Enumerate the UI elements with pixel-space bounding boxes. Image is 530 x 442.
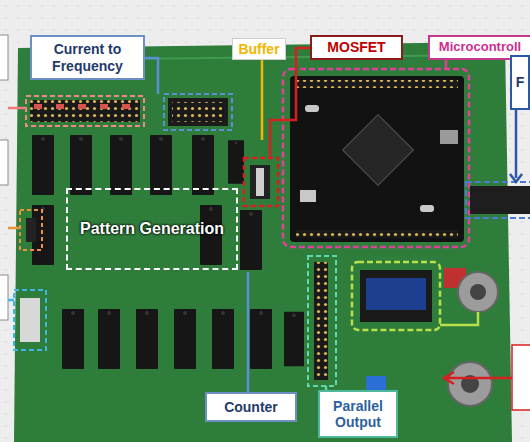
ic-chip: [29, 135, 57, 195]
leader-line: [145, 58, 158, 94]
callout-box: Current to Frequency: [30, 35, 145, 80]
pcb-board: [14, 42, 512, 442]
callout-box: Buffer: [232, 38, 286, 60]
highlight-box: [308, 256, 336, 386]
highlight-box: [14, 290, 46, 350]
arrow-head: [510, 174, 522, 182]
callout-label: F: [516, 74, 525, 90]
callout-label: Buffer: [238, 41, 279, 57]
crystal: [305, 105, 319, 112]
cut-callout: [0, 275, 8, 320]
ic-chip: [107, 135, 135, 195]
crystal: [420, 205, 434, 212]
leader-line: [445, 60, 448, 69]
usb-port: [440, 130, 458, 144]
callout-label: Parallel Output: [320, 398, 396, 430]
ic-socket: [168, 98, 228, 126]
callout-box: Parallel Output: [318, 390, 398, 438]
ic-chip: [95, 309, 123, 369]
ic-chip: [247, 309, 275, 369]
ic-chip: [147, 135, 175, 195]
leader-line: [270, 48, 310, 158]
highlight-box: [20, 210, 42, 250]
ic-chip: [237, 210, 265, 270]
callout-box: Counter: [205, 392, 297, 422]
oled-frame: [360, 270, 432, 322]
leader-line: [8, 107, 26, 110]
callout-box: MOSFET: [310, 35, 403, 60]
leader-line: [515, 110, 518, 178]
cut-callout: [0, 35, 8, 80]
leader-line: [261, 60, 264, 140]
callout-label: Current to Frequency: [32, 41, 143, 73]
ic-chip: [189, 135, 217, 195]
callout-label: Pattern Generation: [80, 220, 224, 238]
leader-line: [446, 377, 512, 380]
microcontroller-board: [290, 76, 464, 242]
cut-callout: [0, 140, 8, 185]
parallel-pins: [314, 262, 328, 380]
mosfet-part: [250, 165, 270, 199]
highlight-box: [352, 262, 440, 330]
header-pins: [30, 100, 140, 122]
ic-chip: [67, 135, 95, 195]
crystal: [300, 190, 316, 202]
bnc-core: [470, 284, 486, 300]
ic-chip: [281, 312, 306, 367]
board-pins: [296, 230, 458, 238]
board-pins: [296, 80, 458, 88]
mcu-chip: [343, 115, 414, 186]
leader-line: [8, 299, 14, 302]
highlight-box: [466, 182, 530, 218]
arrow-head: [444, 372, 454, 384]
region-box: Pattern Generation: [66, 188, 238, 270]
callout-label: Microcontroll: [439, 40, 521, 55]
usb-cable: [470, 186, 530, 214]
bnc-connector: [458, 272, 498, 312]
leader-line: [8, 227, 20, 230]
oled-screen: [366, 278, 426, 310]
leader-line: [247, 272, 250, 392]
highlight-box: [26, 96, 144, 126]
ic-chip: [209, 309, 237, 369]
switch: [20, 298, 40, 342]
bnc-connector: [448, 362, 492, 406]
sensor-part: [26, 218, 36, 242]
callout-label: MOSFET: [327, 39, 385, 55]
callout-box: F: [510, 55, 530, 110]
mosfet-tab: [256, 168, 264, 196]
highlight-box: [164, 94, 232, 130]
leader-line: [440, 312, 478, 325]
ic-chip: [59, 309, 87, 369]
highlight-box: [244, 158, 278, 206]
ic-chip: [171, 309, 199, 369]
callout-label: Counter: [224, 399, 278, 415]
ic-chip: [133, 309, 161, 369]
socket-pins: [172, 102, 224, 122]
cut-callout: [512, 345, 530, 410]
highlight-box: [283, 69, 469, 247]
header-caps: [34, 104, 130, 109]
